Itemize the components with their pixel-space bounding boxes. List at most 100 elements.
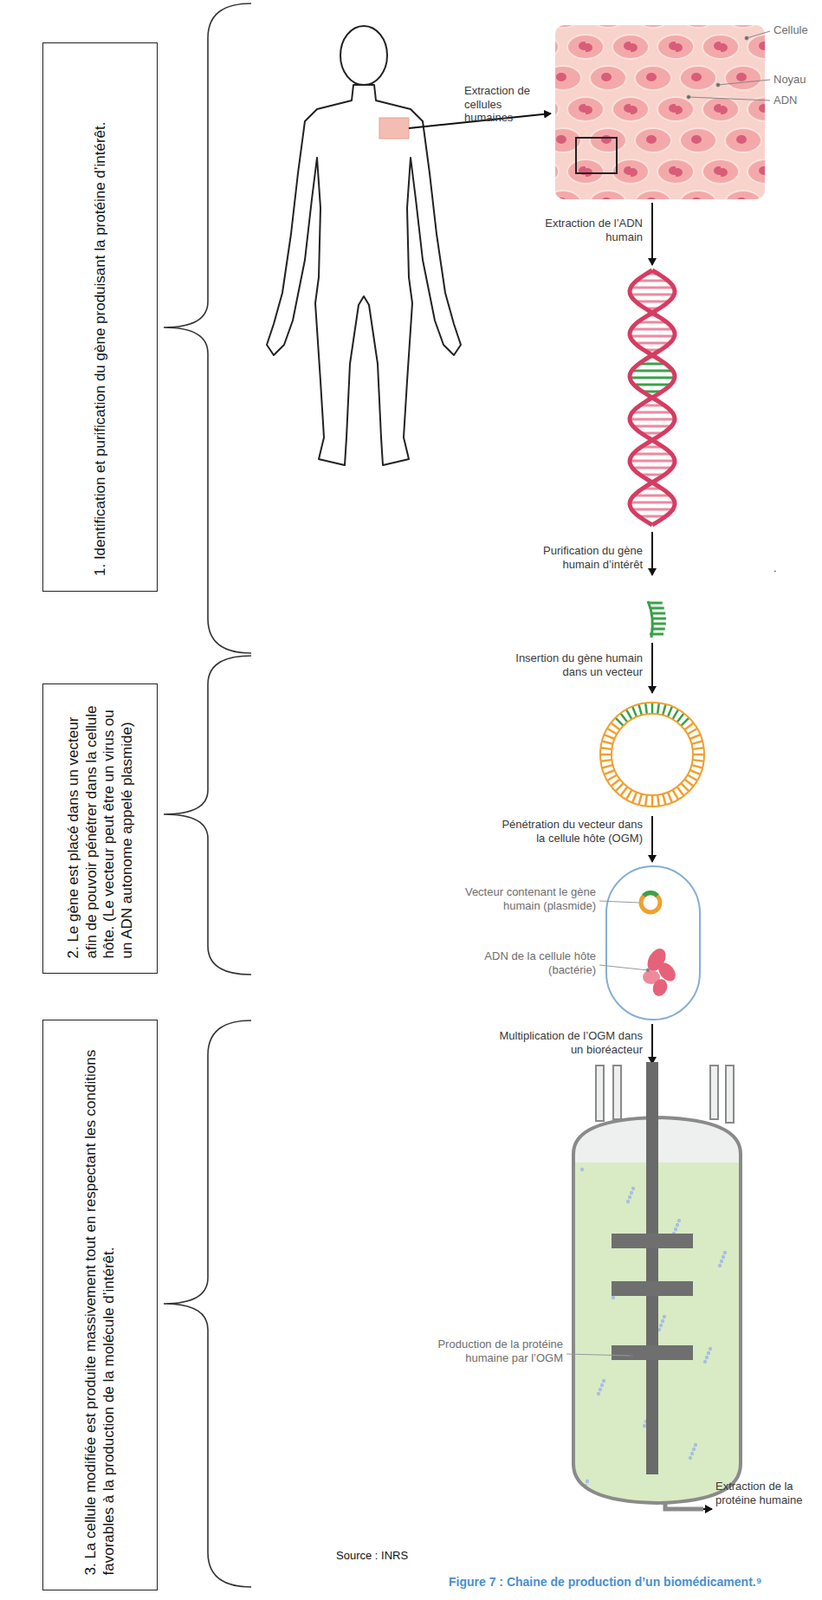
base-pair bbox=[648, 601, 663, 605]
cell-dot bbox=[642, 1423, 647, 1428]
plasmid-rung bbox=[604, 770, 615, 775]
small-plasmid bbox=[640, 893, 661, 913]
cell-dot bbox=[662, 1314, 667, 1319]
gene-fragment bbox=[647, 601, 667, 638]
pipe bbox=[710, 1065, 719, 1120]
base-pair bbox=[630, 286, 674, 290]
plasmid-rung bbox=[601, 740, 614, 744]
plasmid-rung bbox=[673, 709, 680, 719]
base-pair bbox=[652, 622, 667, 626]
gene-strand bbox=[647, 601, 653, 638]
plasmid-rung bbox=[610, 722, 620, 730]
pipe bbox=[613, 1065, 622, 1120]
base-pair bbox=[651, 612, 666, 615]
plasmid-rung bbox=[689, 770, 700, 775]
base-pair bbox=[634, 494, 672, 498]
step-label: Noyau bbox=[773, 72, 821, 87]
step-text: 2. Le gène est placé dans un vecteur afi… bbox=[64, 699, 136, 958]
cell-dot bbox=[596, 1391, 601, 1396]
plasmid-rung bbox=[638, 704, 641, 716]
impeller bbox=[611, 1233, 693, 1249]
leader-line bbox=[718, 79, 771, 85]
leader-dot bbox=[629, 1353, 634, 1358]
cell-dot bbox=[708, 1346, 712, 1351]
plasmid-rung bbox=[601, 764, 614, 768]
plasmid-rung bbox=[677, 786, 685, 796]
bioreactor bbox=[566, 1061, 745, 1509]
leader-lines bbox=[686, 31, 771, 101]
cell-dot bbox=[600, 1383, 604, 1387]
cell-dot bbox=[719, 1259, 724, 1263]
leader-line bbox=[566, 1353, 631, 1356]
plasmid-rung bbox=[687, 728, 698, 735]
head bbox=[340, 25, 388, 85]
cell-dot bbox=[631, 1186, 635, 1191]
cell-dot bbox=[690, 1451, 694, 1456]
leader-dot bbox=[716, 83, 720, 87]
base-pair bbox=[634, 342, 671, 345]
plasmid-rung bbox=[673, 789, 680, 800]
plasmid-rung bbox=[620, 712, 628, 722]
leader-line bbox=[599, 964, 648, 971]
pipe bbox=[595, 1065, 604, 1121]
cell-dot bbox=[693, 1443, 698, 1447]
plasmid-rung bbox=[657, 703, 660, 715]
pipe bbox=[725, 1065, 734, 1123]
base-pair bbox=[632, 411, 673, 415]
plasmid-rung bbox=[692, 747, 705, 750]
shaft bbox=[646, 1061, 659, 1475]
step-label: Insertion du gène humain dans un vecteur bbox=[512, 651, 643, 679]
plasmid-rung bbox=[626, 789, 633, 800]
outlet-pipe bbox=[665, 1501, 704, 1509]
plasmid-rung bbox=[662, 704, 666, 716]
cell-dot bbox=[677, 1218, 681, 1223]
plasmid-rung bbox=[615, 718, 624, 726]
cell-dot bbox=[703, 1359, 707, 1364]
plasmid-rung bbox=[691, 740, 703, 744]
cell-tissue bbox=[555, 25, 765, 200]
cell-dot bbox=[688, 1456, 693, 1460]
cell-dot bbox=[659, 1323, 663, 1327]
base-pair bbox=[629, 501, 675, 505]
step-label: ADN de la cellule hôte (bactérie) bbox=[448, 949, 596, 977]
base-pair bbox=[629, 418, 675, 421]
base-pair bbox=[630, 293, 675, 297]
bracket bbox=[163, 1020, 252, 1587]
plasmid-rung bbox=[632, 791, 637, 803]
body-outline bbox=[266, 84, 461, 466]
pipes bbox=[595, 1065, 734, 1123]
step-label: Production de la protéine humaine par l’… bbox=[415, 1337, 564, 1365]
plasmid-rung bbox=[601, 759, 613, 762]
plasmid-rung bbox=[692, 759, 705, 762]
plasmid-rung bbox=[632, 706, 637, 718]
plasmid bbox=[600, 702, 705, 807]
cell-dot bbox=[660, 1319, 665, 1323]
plasmid-rung bbox=[687, 775, 698, 782]
arrow bbox=[651, 642, 654, 693]
plasmid-rung bbox=[691, 764, 703, 768]
step-label: Pénétration du vecteur dans la cellule h… bbox=[495, 817, 643, 845]
plasmid-rung bbox=[684, 779, 693, 787]
cell-dot bbox=[611, 1295, 615, 1300]
plasmid-rung bbox=[667, 791, 673, 803]
human-figure bbox=[266, 25, 461, 466]
plasmid-rung bbox=[607, 728, 617, 735]
arrow bbox=[651, 531, 654, 576]
base-pair bbox=[629, 376, 675, 380]
plasmid-rung bbox=[689, 734, 700, 739]
dna-blob bbox=[650, 977, 670, 998]
plasmid-rung bbox=[657, 795, 660, 807]
base-pair bbox=[631, 369, 674, 373]
cell-dot bbox=[585, 1479, 589, 1483]
plasmid-rung bbox=[684, 722, 693, 730]
leader-dot bbox=[646, 968, 650, 972]
step-label: Extraction de cellules humaines bbox=[464, 84, 551, 125]
bacterium bbox=[606, 866, 700, 1020]
figure-caption: Figure 7 : Chaine de production d’un bio… bbox=[448, 1574, 762, 1589]
plasmid-rung bbox=[626, 709, 633, 719]
dna-strand bbox=[629, 270, 675, 525]
impeller bbox=[611, 1345, 693, 1360]
base-pair bbox=[629, 335, 674, 338]
step-label: Extraction de l’ADN humain bbox=[521, 216, 643, 244]
